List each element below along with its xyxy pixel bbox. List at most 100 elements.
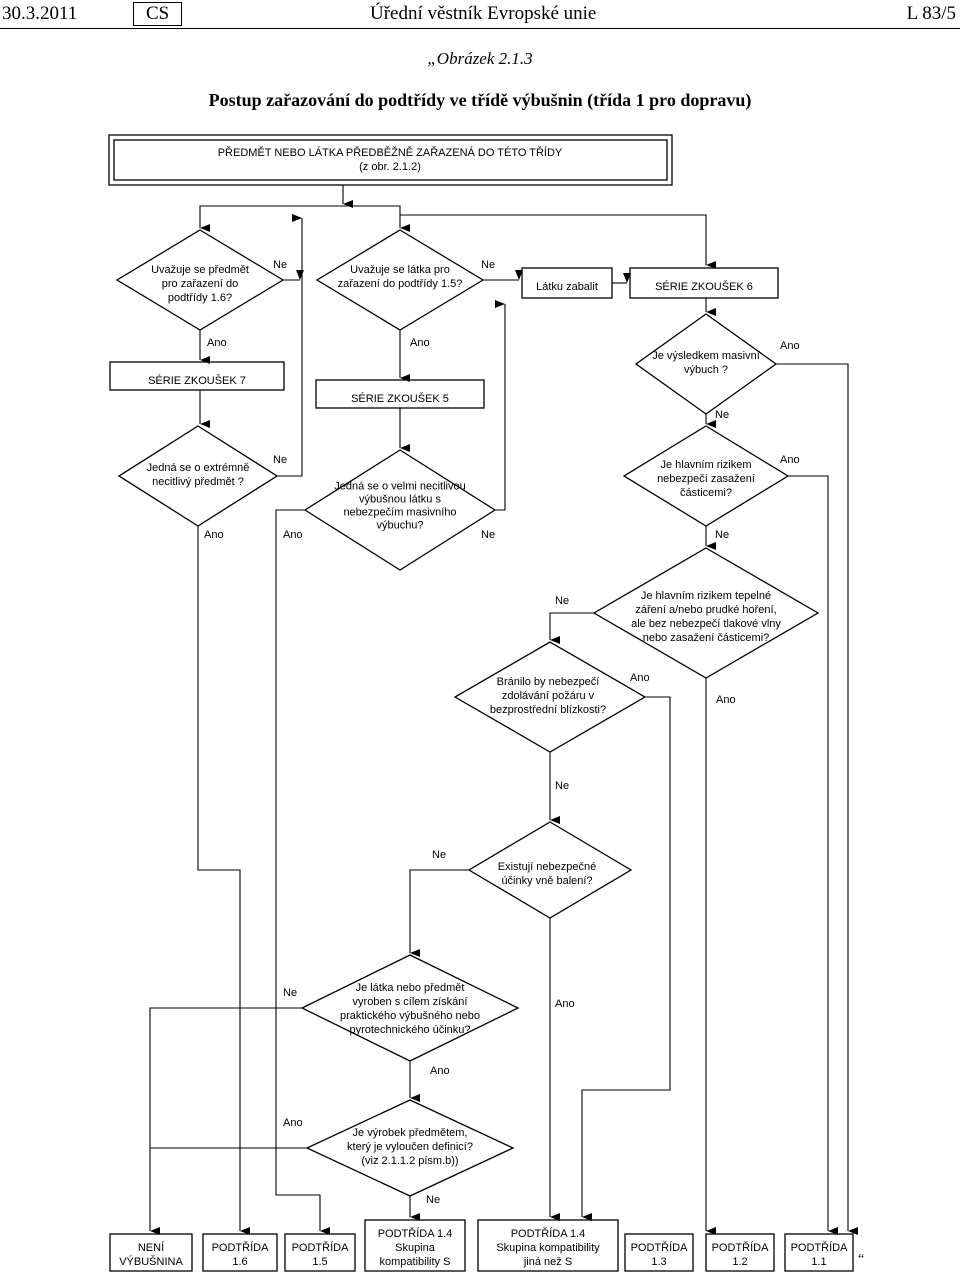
branch-label-no: Ne <box>426 1194 440 1206</box>
text-line: Je výsledkem masivní <box>652 350 760 362</box>
text-line: praktického výbušného nebo <box>340 1010 480 1022</box>
text-line: PODTŘÍDA <box>712 1241 770 1254</box>
text-line: zařazení do podtřídy 1.5? <box>338 278 463 290</box>
text-line: NENÍ <box>138 1241 165 1254</box>
text-line: (z obr. 2.1.2) <box>359 161 421 173</box>
branch-label-no: Ne <box>481 529 495 541</box>
series5-label: SÉRIE ZKOUŠEK 5 <box>351 392 449 405</box>
text-line: pyrotechnického účinku? <box>349 1024 470 1036</box>
text-line: PODTŘÍDA <box>631 1241 689 1254</box>
branch-label-yes: Ano <box>283 1117 303 1129</box>
text-line: záření a/nebo prudké hoření, <box>635 604 776 616</box>
header-date: 30.3.2011 <box>2 3 78 24</box>
series6-label: SÉRIE ZKOUŠEK 6 <box>655 280 753 293</box>
branch-label-yes: Ano <box>430 1065 450 1077</box>
series6-box <box>629 267 779 299</box>
figure-title: Postup zařazování do podtřídy ve třídě v… <box>208 90 752 110</box>
text-line: SÉRIE ZKOUŠEK 5 <box>351 392 449 405</box>
text-line: SÉRIE ZKOUŠEK 6 <box>655 280 753 293</box>
text-line: kompatibility S <box>380 1256 451 1268</box>
branch-label-yes: Ano <box>283 529 303 541</box>
outcome-division-13 <box>624 1233 694 1272</box>
excluded-article-question: Je výrobek předmětem, který je vyloučen d… <box>347 1127 473 1167</box>
text-line: Je hlavním rizikem tepelné <box>641 590 771 602</box>
text-line: pro zařazení do <box>162 278 238 290</box>
text-line: PODTŘÍDA 1.4 <box>378 1227 453 1240</box>
text-line: výbuchu? <box>376 520 423 532</box>
text-line: vyroben s cílem získání <box>353 996 468 1008</box>
text-line: PODTŘÍDA <box>212 1241 270 1254</box>
text-line: Látku zabalit <box>536 281 598 293</box>
branch-label-yes: Ano <box>716 694 736 706</box>
outcome-division-11-label: PODTŘÍDA 1.1 <box>791 1241 849 1268</box>
figure-label: „Obrázek 2.1.3 <box>427 49 533 68</box>
text-line: Skupina kompatibility <box>496 1242 600 1254</box>
outcome-division-12 <box>705 1233 775 1272</box>
text-line: Uvažuje se látka pro <box>350 264 450 276</box>
text-line: PODTŘÍDA <box>791 1241 849 1254</box>
top-box-text: PŘEDMĚT NEBO LÁTKA PŘEDBĚŽNĚ ZAŘAZENÁ DO… <box>218 146 563 173</box>
branch-label-no: Ne <box>555 780 569 792</box>
text-line: Je výrobek předmětem, <box>353 1127 468 1139</box>
text-line: Existují nebezpečné <box>498 861 596 873</box>
text-line: 1.3 <box>651 1256 666 1268</box>
branch-label-no: Ne <box>481 259 495 271</box>
text-line: zdolávání požáru v <box>502 690 595 702</box>
text-line: Je hlavním rizikem <box>660 459 751 471</box>
text-line: Jedná se o extrémně <box>147 462 250 474</box>
text-line: necitlivý předmět ? <box>152 476 244 488</box>
text-line: Je látka nebo předmět <box>356 982 465 994</box>
branch-label-no: Ne <box>283 987 297 999</box>
text-line: nebezpečí zasažení <box>657 473 755 485</box>
branch-label-yes: Ano <box>207 337 227 349</box>
text-line: ale bez nebezpečí tlakové vlny <box>631 618 781 630</box>
mass-explosion-question: Je výsledkem masivní výbuch ? <box>652 350 760 376</box>
branch-label-no: Ne <box>273 259 287 271</box>
text-line: 1.1 <box>811 1256 826 1268</box>
text-line: PODTŘÍDA 1.4 <box>511 1227 586 1240</box>
text-line: bezprostřední blízkosti? <box>490 704 606 716</box>
page-header: 30.3.2011 CS Úřední věstník Evropské uni… <box>0 0 960 29</box>
series7-box <box>109 361 285 391</box>
branch-label-no: Ne <box>715 529 729 541</box>
text-line: (viz 2.1.1.2 písm.b)) <box>361 1155 458 1167</box>
extremely-insensitive-question: Jedná se o extrémně necitlivý předmět ? <box>147 462 250 488</box>
text-line: PODTŘÍDA <box>292 1241 350 1254</box>
outcome-not-explosive <box>109 1233 193 1272</box>
fire-fighting-question: Bránilo by nebezpečí zdolávání požáru v be… <box>490 676 606 716</box>
series5-box <box>315 379 485 409</box>
text-line: výbuch ? <box>684 364 728 376</box>
text-line: 1.5 <box>312 1256 327 1268</box>
outcome-division-11 <box>784 1233 854 1272</box>
branch-label-no: Ne <box>715 409 729 421</box>
branch-label-yes: Ano <box>410 337 430 349</box>
branch-label-no: Ne <box>555 595 569 607</box>
text-line: nebezpečím masivního <box>343 507 456 519</box>
text-line: nebo zasažení částicemi? <box>643 632 770 644</box>
text-line: výbušnou látku s <box>359 494 441 506</box>
diamond-very-insensitive <box>303 449 497 571</box>
text-line: PŘEDMĚT NEBO LÁTKA PŘEDBĚŽNĚ ZAŘAZENÁ DO… <box>218 146 563 159</box>
branch-label-yes: Ano <box>630 672 650 684</box>
outcome-division-15-label: PODTŘÍDA 1.5 <box>292 1241 350 1268</box>
text-line: Bránilo by nebezpečí <box>497 676 600 688</box>
text-line: Jedná se o velmi necitlivou <box>334 481 465 493</box>
text-line: SÉRIE ZKOUŠEK 7 <box>148 374 246 387</box>
outcome-division-13-label: PODTŘÍDA 1.3 <box>631 1241 689 1268</box>
text-line: podtřídy 1.6? <box>168 292 232 304</box>
series7-label: SÉRIE ZKOUŠEK 7 <box>148 374 246 387</box>
practical-effect-question: Je látka nebo předmět vyroben s cílem zís… <box>340 982 480 1036</box>
text-line: který je vyloučen definicí? <box>347 1141 473 1153</box>
branch-label-no: Ne <box>432 849 446 861</box>
pack-label: Látku zabalit <box>536 281 598 293</box>
branch-label-yes: Ano <box>780 340 800 352</box>
